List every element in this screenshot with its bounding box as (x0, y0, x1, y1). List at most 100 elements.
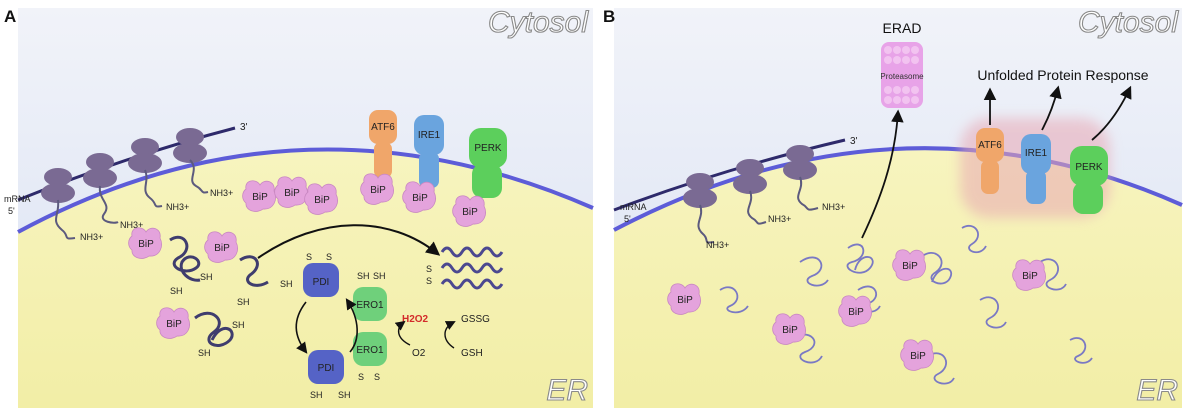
panel-b-misfolded-9 (1039, 258, 1067, 291)
panel-b-proteasome-label: Proteasome (880, 72, 924, 81)
panel-b-misfolded-3 (719, 286, 749, 314)
panel-a-ero1-bottom-s1: S (358, 372, 364, 382)
panel-a-o2: O2 (412, 348, 426, 359)
panel-b-mrna-strand (613, 138, 846, 212)
panel-b-nterm-2: NH3+ (768, 214, 791, 224)
panel-a-nterm-4: NH3+ (210, 188, 233, 198)
panel-a-ero1-top: ERO1 (353, 287, 387, 321)
panel-b-bip-6-label: BiP (1022, 271, 1038, 282)
panel-b-er-label: ER (1136, 374, 1178, 407)
panel-b-misfolded-1 (846, 243, 874, 274)
panel-a-mrna-label: mRNA (4, 194, 31, 204)
panel-b-nterm-3: NH3+ (822, 202, 845, 212)
panel-a-three-prime: 3' (240, 122, 248, 133)
panel-b-erad-label: ERAD (883, 20, 922, 36)
panel-b-five-prime: 5' (624, 214, 631, 224)
panel-a-er-label: ER (546, 374, 588, 407)
panel-a: A Cytosol ER mRNA 5' 3' NH3+ NH3+ NH3+ N… (4, 5, 594, 408)
panel-b-letter: B (603, 7, 615, 26)
panel-a-pdi-bottom-sh1: SH (310, 390, 323, 400)
panel-b-nascent-chain-1 (697, 204, 715, 244)
panel-a-folded-s2: S (426, 276, 432, 286)
panel-a-gsh: GSH (461, 348, 483, 359)
panel-a-nterm-3: NH3+ (166, 202, 189, 212)
panel-a-bip-4-label: BiP (138, 239, 154, 250)
panel-b-atf6: ATF6 (976, 128, 1004, 194)
panel-a-sh-3: SH (280, 279, 293, 289)
panel-a-five-prime: 5' (8, 206, 15, 216)
panel-b-nterm-1: NH3+ (706, 240, 729, 250)
panel-b-proteasome: Proteasome (880, 42, 924, 108)
panel-b: B Cytosol ER mRNA 5' 3' NH3+ NH3+ NH3+ E… (603, 5, 1183, 408)
panel-b-upr-label: Unfolded Protein Response (977, 67, 1148, 83)
panel-a-unfolded-chain-1 (169, 235, 201, 282)
panel-a-sh-2: SH (170, 286, 183, 296)
panel-a-o2-arrow (394, 320, 411, 346)
panel-a-bip-1-label: BiP (252, 192, 268, 203)
panel-b-bip-3-label: BiP (848, 307, 864, 318)
panel-b-bip-1-label: BiP (677, 295, 693, 306)
panel-b-nascent-chain-2 (747, 190, 767, 225)
panel-a-atf6-label: ATF6 (371, 122, 395, 133)
panel-b-atf6-label: ATF6 (978, 140, 1002, 151)
panel-a-unfolded-chain-3 (194, 311, 234, 347)
panel-a-ire1-bip-label: BiP (412, 193, 428, 204)
panel-a-bip-2-label: BiP (284, 188, 300, 199)
panel-b-bip-4-label: BiP (782, 325, 798, 336)
panel-a-pdi-top-s1: S (306, 252, 312, 262)
panel-b-cytosol-label: Cytosol (1078, 6, 1179, 39)
panel-b-perk-label: PERK (1075, 162, 1103, 173)
panel-a-perk: PERK (469, 128, 507, 198)
panel-a-pdi-arrow-down (295, 301, 308, 354)
panel-b-misfolded-6 (919, 251, 953, 285)
panel-a-sh-6: SH (198, 348, 211, 358)
panel-b-ire1: IRE1 (1021, 134, 1051, 204)
panel-b-three-prime: 3' (850, 136, 858, 147)
panel-b-bip-2-label: BiP (902, 261, 918, 272)
panel-a-perk-bip-label: BiP (462, 207, 478, 218)
panel-b-misfolded-8 (979, 296, 1007, 329)
panel-a-letter: A (4, 7, 16, 26)
panel-a-pdi-reduced: PDI (308, 350, 344, 384)
panel-a-cytosol-label: Cytosol (488, 6, 589, 39)
panel-b-mrna-label: mRNA (620, 202, 647, 212)
panel-a-gssg: GSSG (461, 314, 490, 325)
panel-b-misfolded-11 (927, 352, 955, 385)
panel-a-pdi-bottom-label: PDI (318, 363, 335, 374)
panel-b-upr-arrow-3 (1091, 85, 1132, 141)
panel-a-bip-6-label: BiP (166, 319, 182, 330)
panel-a-folding-arrow (257, 224, 441, 259)
panel-b-misfolded-10 (1069, 337, 1093, 364)
panel-a-bip-5-label: BiP (214, 243, 230, 254)
panel-a-ero1-top-sh1: SH (357, 271, 370, 281)
panel-a-pdi-arrow-up (345, 298, 358, 353)
panel-a-folded-protein (440, 246, 504, 290)
panel-a-nterm-2: NH3+ (120, 220, 143, 230)
panel-a-er-membrane (17, 147, 594, 234)
panel-b-nascent-chain-3 (797, 176, 819, 211)
panel-a-atf6-bip-label: BiP (370, 185, 386, 196)
panel-a-nterm-1: NH3+ (80, 232, 103, 242)
panel-a-pdi-oxidized: PDI (303, 263, 339, 297)
panel-a-ero1-top-label: ERO1 (356, 300, 384, 311)
panel-a-atf6: ATF6 (369, 110, 397, 178)
panel-b-ire1-label: IRE1 (1025, 148, 1048, 159)
panel-a-ero1-bottom-label: ERO1 (356, 345, 384, 356)
panel-a-perk-label: PERK (474, 143, 502, 154)
panel-a-pdi-top-s2: S (326, 252, 332, 262)
panel-a-gsh-arrow (444, 321, 456, 349)
panel-a-sh-1: SH (200, 272, 213, 282)
panel-a-bip-3-label: BiP (314, 195, 330, 206)
panel-a-nascent-chain-1 (54, 199, 76, 240)
panel-b-upr-arrow-2 (1041, 85, 1062, 131)
panel-b-erad-arrow (861, 109, 904, 239)
panel-a-ero1-top-sh2: SH (373, 271, 386, 281)
panel-a-pdi-top-label: PDI (313, 277, 330, 288)
panel-a-ire1-label: IRE1 (418, 130, 441, 141)
panel-b-bip-5-label: BiP (910, 351, 926, 362)
panel-a-ero1-bottom: ERO1 (353, 332, 387, 366)
panel-b-perk: PERK (1070, 146, 1108, 214)
panel-a-unfolded-chain-2 (239, 255, 269, 287)
